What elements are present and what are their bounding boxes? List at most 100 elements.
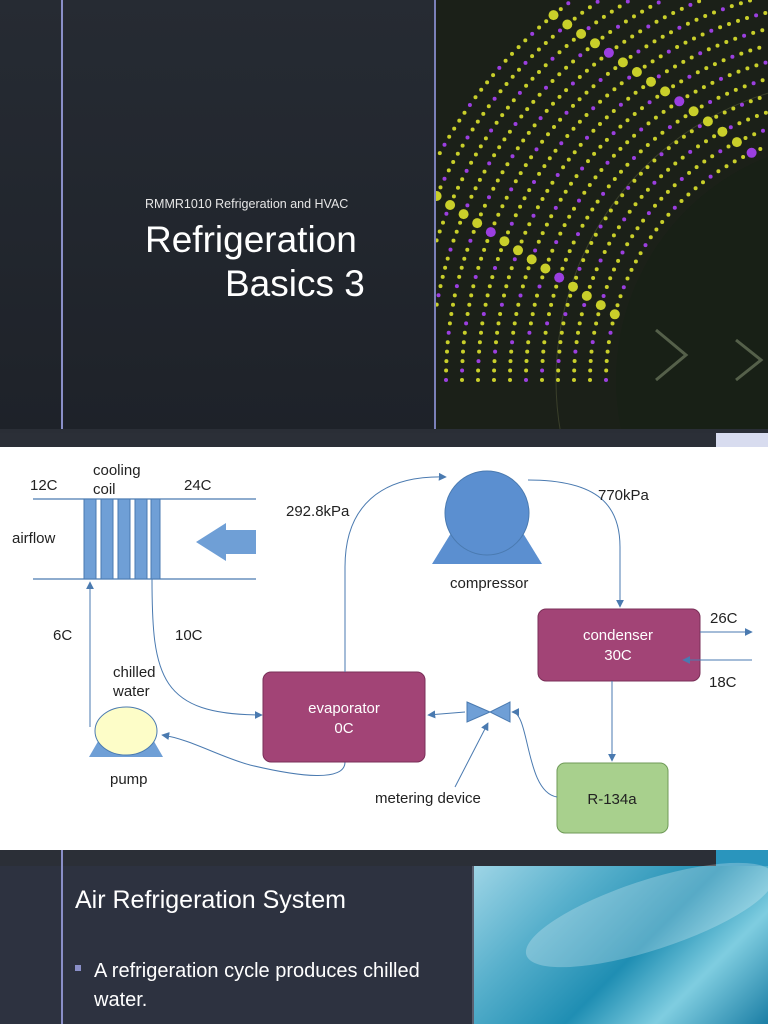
slide-title-line2: Basics 3 [225, 263, 365, 304]
pattern-dot [613, 66, 618, 71]
pattern-dot [516, 45, 521, 50]
pattern-dot [621, 285, 626, 290]
pattern-dot [477, 177, 482, 182]
pattern-dot [578, 53, 583, 58]
pattern-dot [509, 221, 514, 226]
pattern-dot [499, 236, 510, 247]
pattern-dot [487, 284, 492, 289]
cooling-coil-label-2: coil [93, 481, 116, 498]
pattern-dot [469, 160, 474, 165]
pattern-dot [506, 230, 510, 235]
pattern-dot [627, 209, 632, 214]
pattern-dot [591, 106, 596, 111]
pattern-dot [550, 79, 555, 83]
pattern-dot [709, 28, 714, 33]
pattern-dot [545, 188, 550, 193]
pattern-dot [601, 14, 606, 19]
diagram-canvas: 12C cooling coil 24C airflow 6C 10C chil… [12, 462, 753, 834]
pattern-dot [566, 157, 571, 162]
pattern-dot [754, 114, 759, 118]
pattern-dot [469, 293, 474, 298]
pattern-dot [500, 170, 505, 175]
pattern-dot [524, 83, 529, 88]
pattern-dot [485, 239, 490, 243]
pattern-dot [640, 106, 644, 111]
pattern-dot [587, 284, 592, 289]
pattern-dot [476, 359, 481, 364]
pattern-dot [594, 267, 599, 272]
pattern-dot [679, 6, 684, 11]
pattern-dot [616, 24, 620, 29]
pattern-dot [596, 312, 601, 317]
pump-label: pump [110, 771, 148, 788]
pattern-dot [481, 111, 486, 116]
pattern-dot [726, 144, 731, 149]
pattern-dot [464, 168, 469, 173]
pattern-dot [591, 84, 596, 89]
pattern-dot [577, 119, 582, 124]
pattern-dot [475, 119, 480, 124]
pattern-dot [641, 85, 646, 90]
pattern-dot [491, 186, 496, 191]
pattern-dot [609, 309, 620, 320]
pattern-dot [494, 340, 498, 345]
pattern-dot [548, 10, 559, 21]
pattern-dot [551, 293, 556, 298]
pattern-dot [646, 76, 656, 87]
pattern-dot [558, 28, 562, 33]
pattern-dot [473, 275, 478, 279]
pattern-dot [654, 19, 659, 24]
pattern-dot [633, 259, 638, 264]
pattern-dot [572, 368, 577, 373]
evaporator-label: evaporator [308, 700, 380, 717]
pattern-dot [530, 312, 535, 317]
pattern-dot [677, 25, 682, 30]
pattern-dot [743, 136, 748, 140]
pattern-dot [495, 257, 500, 261]
pattern-dot [485, 293, 490, 298]
pattern-dot [685, 21, 690, 26]
pattern-dot [648, 235, 653, 240]
pattern-dot [558, 197, 563, 202]
content-slide-accent-line [61, 850, 63, 1024]
pattern-dot [716, 95, 721, 100]
pattern-dot [604, 359, 609, 363]
pattern-dot [547, 156, 552, 161]
pattern-dot [451, 160, 456, 164]
pattern-dot [704, 66, 709, 71]
pattern-dot [763, 60, 768, 65]
pattern-dot [704, 139, 708, 144]
pattern-dot [694, 17, 699, 22]
pattern-dot [504, 82, 509, 86]
pattern-dot [436, 293, 441, 298]
pattern-dot [616, 258, 621, 263]
pattern-dot [590, 207, 595, 212]
title-slide-divider [434, 0, 436, 433]
pattern-dot [538, 116, 543, 121]
pattern-dot [447, 134, 452, 139]
pattern-dot [633, 202, 638, 207]
pattern-dot [623, 19, 628, 24]
pattern-dot [542, 340, 547, 345]
pattern-dot [736, 18, 740, 23]
pattern-dot [560, 266, 565, 271]
pattern-dot [518, 204, 523, 209]
pattern-dot [509, 349, 514, 354]
pattern-dot [710, 154, 715, 159]
pattern-dot [612, 267, 616, 272]
pattern-dot [570, 81, 575, 86]
pattern-dot [608, 276, 613, 281]
pattern-dot [562, 223, 567, 228]
pattern-dot [523, 38, 528, 43]
pattern-dot [653, 136, 657, 141]
pattern-dot [533, 248, 538, 253]
pattern-dot [701, 180, 705, 185]
pattern-dot [611, 131, 616, 136]
pattern-dot [748, 99, 753, 104]
pattern-dot [718, 149, 723, 154]
pattern-dot [556, 368, 561, 373]
pattern-dot [515, 146, 520, 151]
pattern-dot [625, 140, 630, 145]
compressor [432, 470, 542, 564]
pattern-dot [664, 69, 669, 74]
